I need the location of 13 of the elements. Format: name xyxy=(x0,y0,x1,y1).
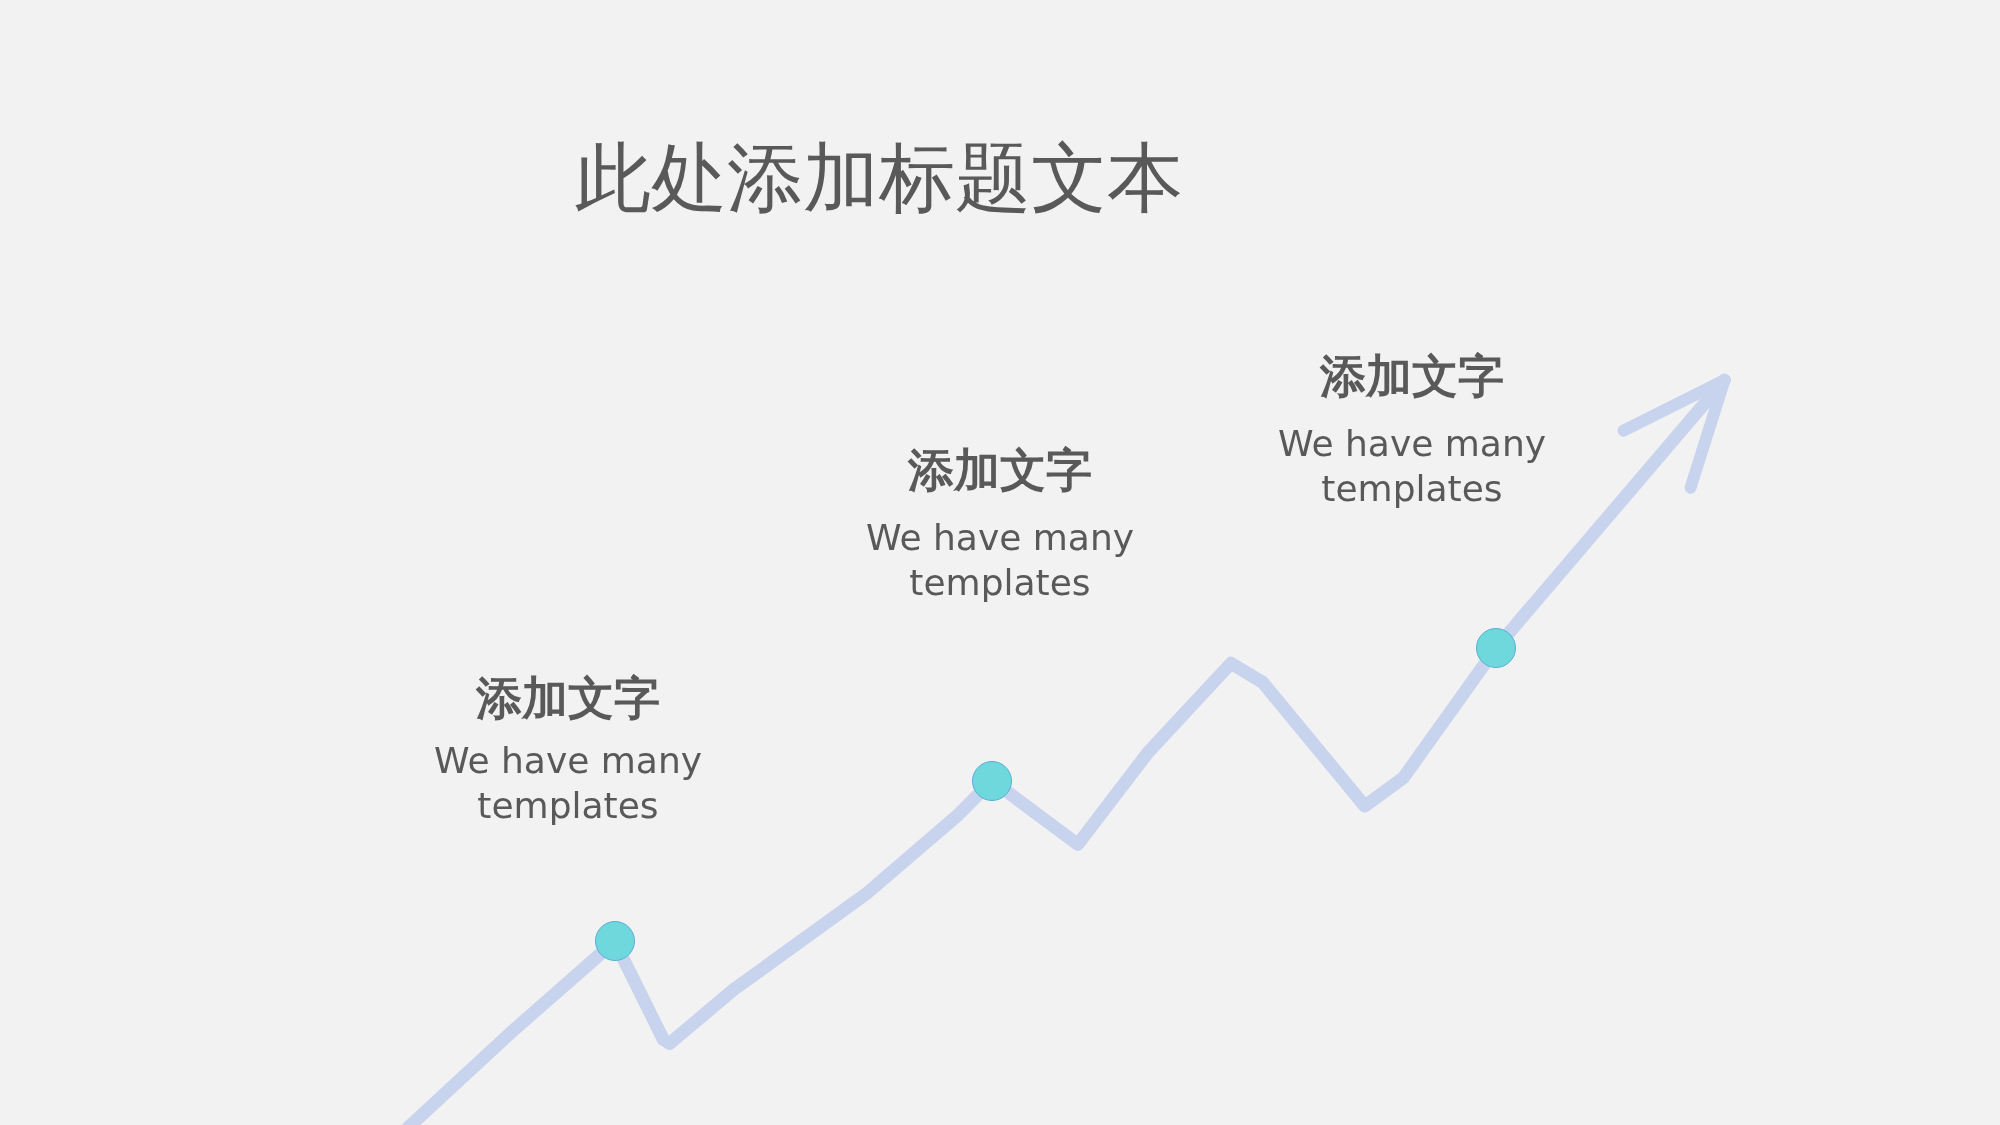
heading: 添加文字 xyxy=(475,670,661,727)
heading: 添加文字 xyxy=(907,442,1093,499)
trend-line xyxy=(617,788,985,1050)
trend-line xyxy=(1001,656,1491,851)
circle-marker xyxy=(1476,627,1517,668)
title: 此处添加标题文本 xyxy=(575,132,1183,224)
trend-line xyxy=(401,948,607,1125)
trend-arrow xyxy=(1502,373,1731,640)
description-text: We have many templates xyxy=(432,739,704,828)
description-text: We have many templates xyxy=(1276,422,1548,511)
circle-marker xyxy=(594,921,635,962)
description-text: We have many templates xyxy=(864,516,1136,605)
heading: 添加文字 xyxy=(1319,348,1505,405)
